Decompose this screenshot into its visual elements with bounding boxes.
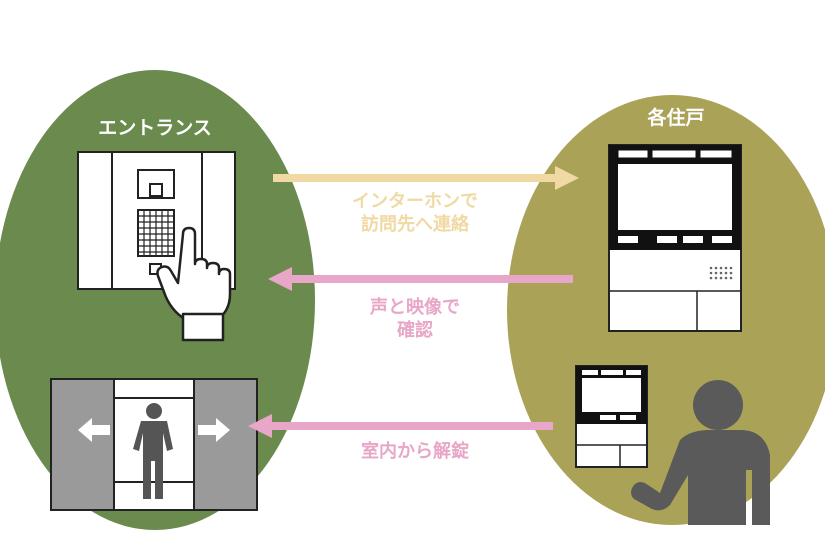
resident-person-icon (631, 380, 770, 525)
video-message-line-2: 確認 (397, 320, 433, 342)
video-confirm-arrow (268, 267, 573, 291)
residence-label: 各住戸 (647, 107, 705, 129)
unlock-message-line-1: 室内から解錠 (361, 441, 469, 462)
unlock-message: 室内から解錠 (320, 440, 510, 463)
intercom-arrow (273, 166, 579, 190)
intercom-message-line-2: 訪問先へ連絡 (361, 214, 469, 236)
entrance-label: エントランス (98, 117, 212, 139)
handheld-monitor-icon (575, 365, 648, 468)
unlock-arrow (248, 414, 553, 438)
indoor-monitor-icon (608, 144, 742, 332)
intercom-message-line-1: インターホンで (352, 191, 478, 212)
person-icon (133, 403, 173, 499)
video-message-line-1: 声と映像で (370, 297, 460, 318)
intercom-message: インターホンで 訪問先へ連絡 (320, 190, 510, 237)
video-message: 声と映像で 確認 (330, 296, 500, 343)
pointing-hand-icon (156, 226, 232, 342)
